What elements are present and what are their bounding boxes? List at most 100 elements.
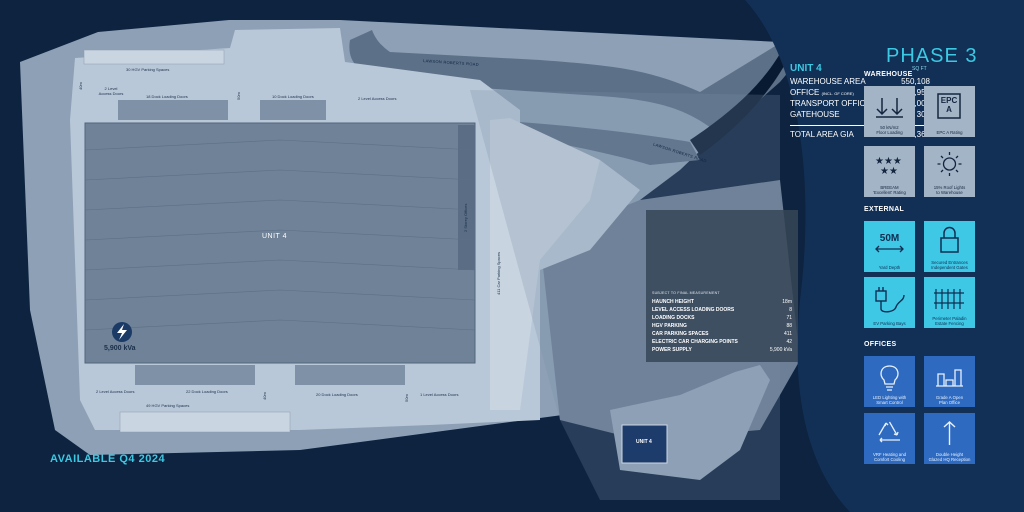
recycle-icon: [878, 421, 900, 443]
phase-title: PHASE 3: [886, 45, 978, 67]
area-value: 300: [917, 110, 930, 119]
spec-row: HGV PARKING 88: [652, 323, 792, 329]
roof-ridges: [84, 139, 476, 331]
level-access-tl-label: 2 Level Access Doors: [98, 86, 124, 96]
area-label: GATEHOUSE: [790, 110, 840, 119]
unit-title-on-plan: UNIT 4: [262, 233, 288, 240]
tile-ev: EV Parking Bays: [864, 277, 915, 328]
area-row: GATEHOUSE 300: [790, 110, 930, 119]
car-parking-label: 411 Car Parking Spaces: [496, 251, 501, 295]
tile-caption: BREEAM 'Excellent' Rating: [873, 185, 906, 195]
tile-led: LED Lighting with Smart Control: [864, 356, 915, 407]
lightning-icon: [117, 324, 127, 340]
dock-18-label: 18 Dock Loading Doors: [146, 94, 188, 99]
hgv-bottom-label: 49 HGV Parking Spaces: [146, 403, 190, 408]
tile-open-plan: Grade A Open Plan Office: [924, 356, 975, 407]
office-label: 2 Storey Offices: [463, 203, 468, 232]
car-park-area: [490, 118, 600, 410]
spec-row: POWER SUPPLY 5,900 kVa: [652, 347, 792, 353]
yard-depth-badge: 50M: [879, 233, 900, 244]
spec-label: HGV PARKING: [652, 323, 687, 329]
total-value: 584,361: [901, 130, 930, 139]
spec-label: ELECTRIC CAR CHARGING POINTS: [652, 339, 738, 345]
dock-20-label: 20 Dock Loading Doors: [316, 392, 358, 397]
availability-label: AVAILABLE Q4 2024: [50, 453, 166, 465]
level-access-bl-label: 2 Level Access Doors: [96, 389, 135, 394]
warehouse-building: [84, 122, 476, 364]
spec-value: 42: [786, 339, 792, 345]
hgv-top-label: 30 HGV Parking Spaces: [126, 67, 170, 72]
svg-text:★★★: ★★★: [875, 156, 902, 167]
tile-yard-depth: 50M Yard Depth: [864, 221, 915, 272]
tile-caption: Yard Depth: [878, 265, 901, 270]
total-divider: [790, 125, 930, 126]
road-curve: [349, 30, 790, 135]
area-label: WAREHOUSE AREA: [790, 77, 866, 86]
section-offices: OFFICES: [864, 341, 897, 348]
spec-label: POWER SUPPLY: [652, 347, 692, 353]
total-label: TOTAL AREA GIA: [790, 130, 854, 139]
power-label: 5,900 kVa: [104, 345, 136, 352]
spec-value: 5,900 kVa: [769, 347, 792, 353]
tile-roof-lights: 15% Roof Lights to Warehouse: [924, 146, 975, 197]
ev-plug-icon: [875, 287, 905, 313]
sun-icon: [937, 152, 962, 176]
spec-row: ELECTRIC CAR CHARGING POINTS 42: [652, 339, 792, 345]
stars-icon: ★★★★★: [875, 156, 902, 177]
area-value: 28,953: [905, 88, 930, 97]
area-label: TRANSPORT OFFICE: [790, 99, 871, 108]
spec-value: 8: [789, 307, 792, 313]
area-value: 550,108: [901, 77, 930, 86]
tile-caption: LED Lighting with Smart Control: [872, 395, 907, 405]
area-row: OFFICE (INCL. GF CORE)28,953: [790, 88, 930, 97]
tile-vrf: VRF Heating and Comfort Cooling: [864, 413, 915, 464]
tile-fencing: Perimeter Paladin Estate Fencing: [924, 277, 975, 328]
tile-epc: EPC A EPC A Rating: [924, 86, 975, 137]
office-block: [458, 125, 475, 270]
spec-label: LEVEL ACCESS LOADING DOORS: [652, 307, 735, 313]
dock-10-label: 10 Dock Loading Doors: [272, 94, 314, 99]
epc-badge-text: EPC A: [940, 96, 958, 114]
hgv-parking-top: [83, 49, 225, 65]
area-value: 5,000: [909, 99, 930, 108]
floor-loading-icon: [876, 98, 903, 118]
water-channel: [690, 50, 790, 155]
tile-caption: 15% Roof Lights to Warehouse: [933, 185, 966, 195]
spec-label: HAUNCH HEIGHT: [652, 299, 694, 305]
area-row: WAREHOUSE AREA 550,108: [790, 77, 930, 86]
dim-40m-a: 40m: [78, 82, 83, 90]
spec-value: 18m: [782, 299, 792, 305]
area-row: TRANSPORT OFFICE 5,000: [790, 99, 930, 108]
specification-box: SUBJECT TO FINAL MEASUREMENT HAUNCH HEIG…: [646, 210, 798, 362]
south-unit-label: UNIT 4: [636, 439, 652, 445]
south-unit-building: [621, 424, 668, 464]
tile-caption: EV Parking Bays: [873, 321, 906, 326]
section-warehouse: WAREHOUSE: [864, 71, 913, 78]
unit-heading: UNIT 4: [790, 63, 822, 74]
area-label: OFFICE: [790, 88, 820, 97]
section-external: EXTERNAL: [864, 206, 905, 213]
spec-row: LEVEL ACCESS LOADING DOORS 8: [652, 307, 792, 313]
tile-breeam: ★★★★★ BREEAM 'Excellent' Rating: [864, 146, 915, 197]
led-bulb-icon: [880, 365, 899, 391]
tile-caption: EPC A Rating: [936, 130, 963, 135]
open-plan-icon: [936, 369, 963, 387]
tile-reception: Double Height Glazed HQ Reception: [924, 413, 975, 464]
spec-heading: SUBJECT TO FINAL MEASUREMENT: [652, 291, 720, 295]
level-access-br-label: 1 Level Access Doors: [420, 392, 459, 397]
tile-caption: Double Height Glazed HQ Reception: [928, 452, 971, 462]
docks-top: [118, 100, 326, 120]
total-row: TOTAL AREA GIA 584,361: [790, 130, 930, 139]
sqft-unit-label: SQ FT: [912, 66, 927, 72]
hgv-parking-bottom: [119, 411, 291, 433]
spec-value: 88: [786, 323, 792, 329]
dock-22-label: 22 Dock Loading Doors: [186, 389, 228, 394]
yard-depth-icon: [875, 245, 904, 253]
tile-caption: Secured Entrances Independent Gates: [931, 260, 968, 270]
spec-row: HAUNCH HEIGHT 18m: [652, 299, 792, 305]
docks-bottom: [135, 365, 405, 385]
tile-caption: Perimeter Paladin Estate Fencing: [932, 316, 967, 326]
